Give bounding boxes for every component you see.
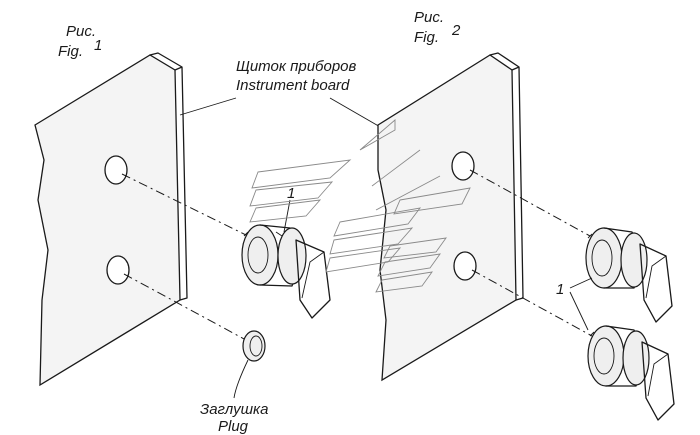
fig2-axis-lower — [471, 269, 593, 337]
fig1-axis-upper — [121, 173, 249, 237]
fig2-lower-switch — [587, 325, 675, 421]
fig2-callout-1: 1 — [556, 281, 564, 298]
fig2-axis-upper — [469, 169, 591, 237]
fig2-label-plates — [249, 119, 471, 293]
fig1-switch — [241, 224, 331, 319]
fig2-label-num: 2 — [451, 22, 461, 39]
board-leader-fig1 — [179, 97, 237, 116]
fig2-panel-edge — [489, 52, 524, 301]
fig1-label-ru: Рис. — [66, 23, 96, 40]
fig2-upper-switch — [585, 227, 673, 323]
fig1-panel — [34, 54, 181, 387]
figure-1 — [34, 52, 331, 399]
fig2-upper-hole — [451, 151, 475, 181]
board-label-en: Instrument board — [236, 77, 350, 94]
fig2-callout-leader-upper — [569, 277, 593, 289]
fig1-label-num: 1 — [94, 37, 102, 54]
fig2-callout-leader-lower — [569, 291, 589, 331]
board-label-ru: Щиток приборов — [236, 58, 357, 75]
fig2-label-ru: Рис. — [414, 9, 444, 26]
fig2-lower-hole — [453, 251, 477, 281]
plug-label-ru: Заглушка — [200, 401, 268, 418]
fig2-label-en: Fig. — [414, 29, 439, 46]
fig1-callout-1: 1 — [287, 185, 295, 202]
fig1-label-en: Fig. — [58, 43, 83, 60]
plug-label-en: Plug — [218, 418, 249, 435]
fig1-axis-lower — [123, 273, 247, 341]
fig1-panel-edge — [149, 52, 188, 301]
board-leader-fig2 — [329, 97, 383, 129]
fig1-lower-hole — [106, 255, 130, 285]
figure-2 — [249, 52, 675, 421]
fig1-upper-hole — [104, 155, 128, 185]
plug-leader — [233, 359, 249, 399]
fig1-callout-leader — [283, 199, 291, 233]
fig2-panel — [377, 54, 517, 382]
labels: Рис. Fig. 1 Рис. Fig. 2 Щиток приборов I… — [58, 9, 564, 435]
